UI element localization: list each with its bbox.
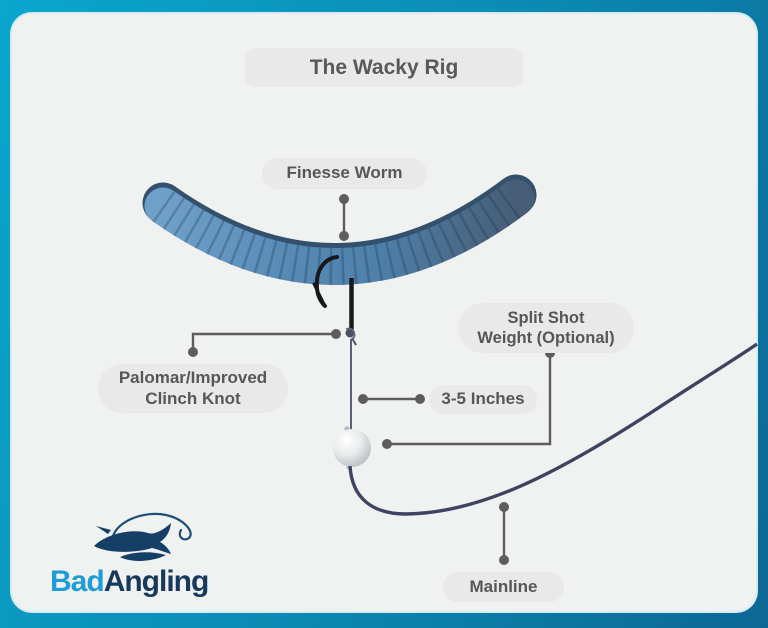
fish-icon: [94, 512, 192, 561]
brand-logo: BadAngling: [48, 506, 224, 599]
distance-label: 3-5 Inches: [429, 385, 537, 414]
fishing-line-icon: [110, 512, 192, 544]
knot-label: Palomar/Improved Clinch Knot: [98, 364, 288, 413]
finesse-worm-label: Finesse Worm: [262, 158, 427, 189]
page-title: The Wacky Rig: [245, 48, 523, 87]
mainline-label: Mainline: [443, 572, 564, 602]
brand-part1: Bad: [50, 565, 105, 598]
brand-name: BadAngling: [48, 565, 224, 599]
split-shot-weight-label: Split Shot Weight (Optional): [458, 303, 634, 353]
brand-part2: Angling: [103, 565, 210, 598]
title-text: The Wacky Rig: [309, 55, 459, 79]
